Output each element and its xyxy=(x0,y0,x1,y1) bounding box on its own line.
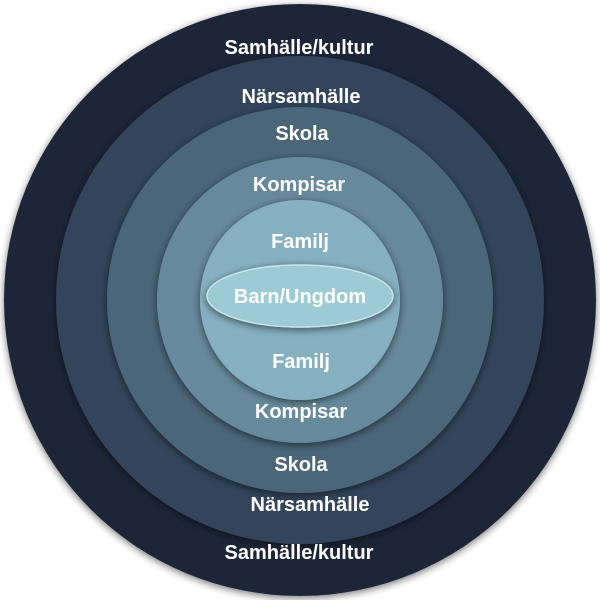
label-narsamhalle-bottom: Närsamhälle xyxy=(251,494,370,516)
label-familj-top: Familj xyxy=(271,231,329,253)
label-samhalle-kultur-top: Samhälle/kultur xyxy=(225,37,374,59)
label-narsamhalle-top: Närsamhälle xyxy=(242,86,361,108)
center-ellipse xyxy=(206,264,394,328)
label-samhalle-kultur-bottom: Samhälle/kultur xyxy=(225,542,374,564)
label-skola-top: Skola xyxy=(275,123,329,145)
label-familj-bottom: Familj xyxy=(272,351,330,373)
label-kompisar-bottom: Kompisar xyxy=(255,401,347,423)
center-label: Barn/Ungdom xyxy=(234,286,366,308)
label-skola-bottom: Skola xyxy=(274,454,328,476)
label-kompisar-top: Kompisar xyxy=(253,174,345,196)
